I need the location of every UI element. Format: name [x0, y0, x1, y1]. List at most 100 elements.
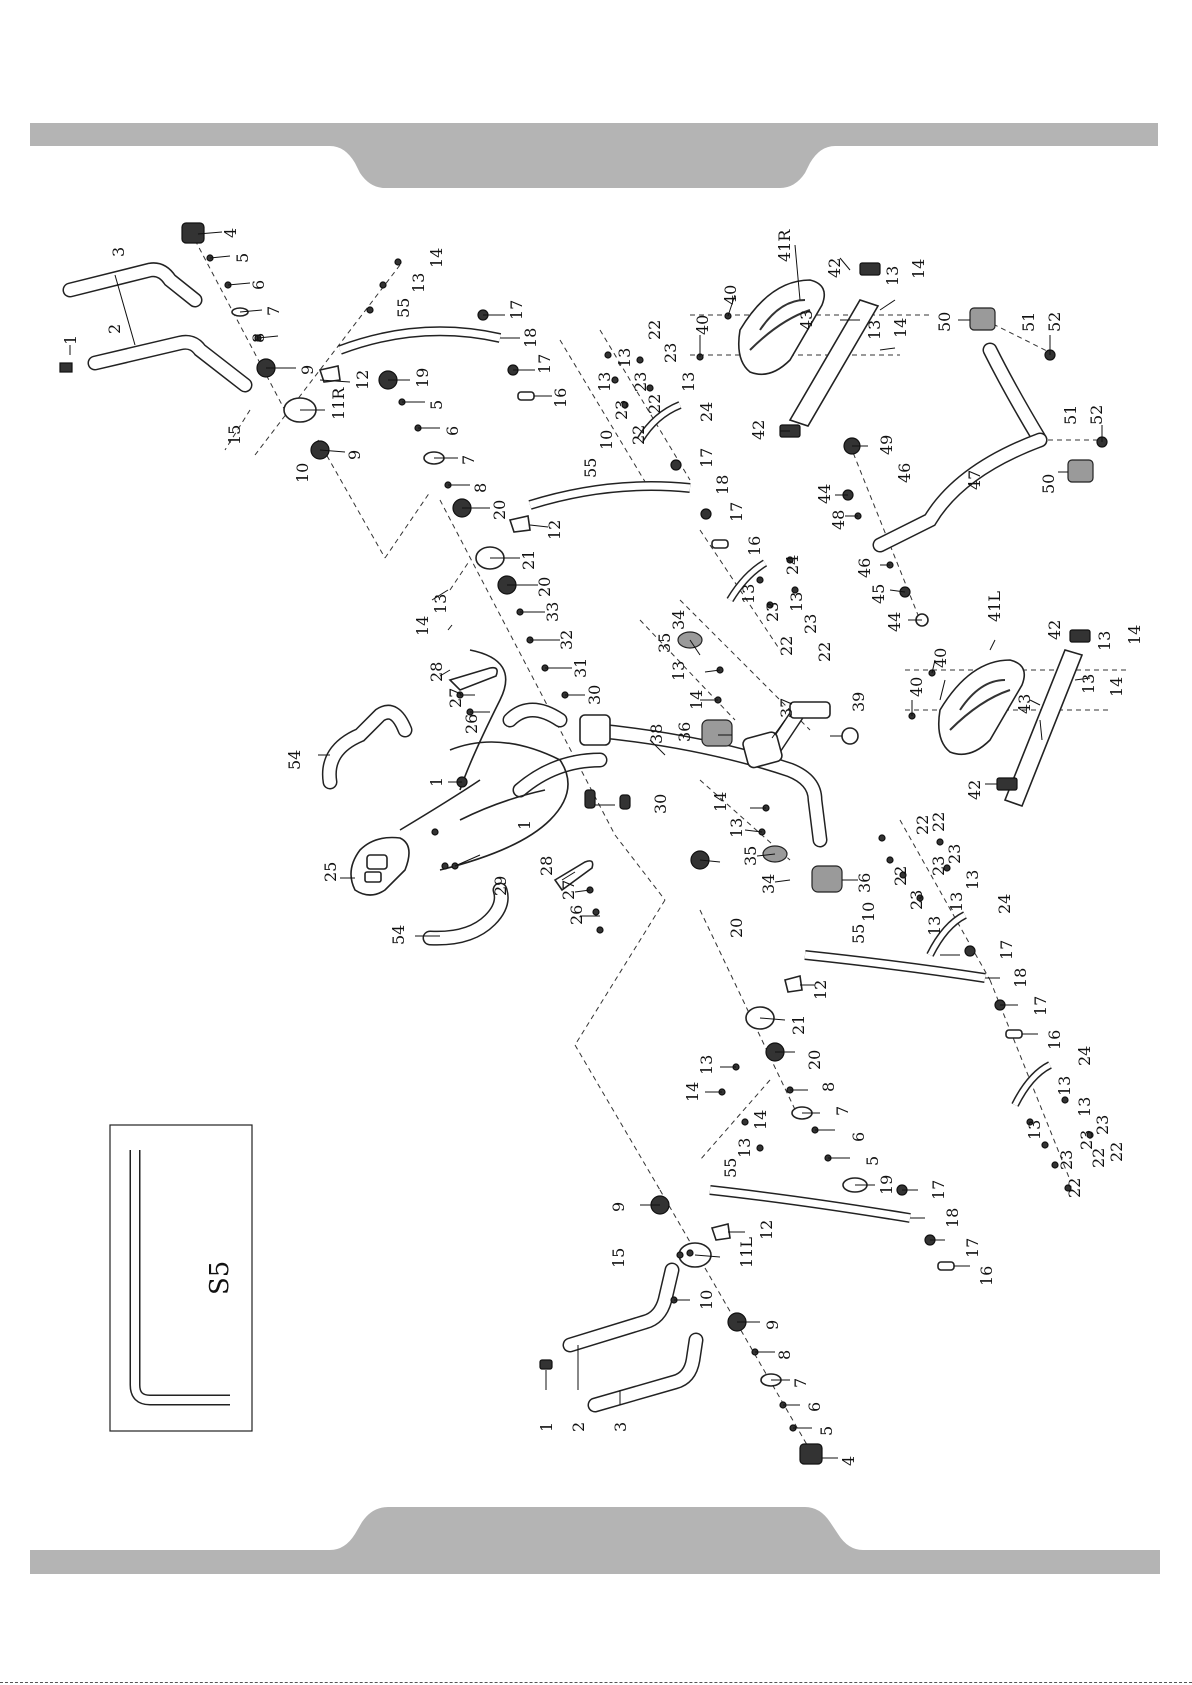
part-labels: 1 2 3 4 5 6 7 8 9 9 10 11R 12 13 14 15 5… [61, 228, 1144, 1466]
part-label: 9 [609, 1202, 628, 1212]
part-label: 24 [1075, 1046, 1094, 1066]
part-label: 14 [1125, 625, 1144, 645]
part-label: 43 [1015, 694, 1034, 714]
handlebar-console [321, 649, 604, 946]
part-label: 36 [675, 722, 694, 742]
part-label: 50 [935, 312, 954, 332]
part-label: 11L [737, 1237, 756, 1268]
part-label: 7 [459, 455, 478, 465]
part-label: 4 [839, 1456, 858, 1466]
part-label: 21 [519, 550, 538, 570]
part-label: 33 [543, 602, 562, 622]
part-label: 22 [815, 642, 834, 662]
part-label: 23 [631, 372, 650, 392]
part-label: 18 [1011, 968, 1030, 988]
part-label: 6 [443, 426, 462, 436]
part-label: 32 [557, 630, 576, 650]
part-label: 13 [1055, 1076, 1074, 1096]
part-label: 10 [859, 902, 878, 922]
part-label: 28 [537, 856, 556, 876]
part-label: 44 [885, 612, 904, 632]
part-label: 1 [427, 777, 446, 787]
part-label: 18 [943, 1208, 962, 1228]
tool-label: S5 [205, 1261, 235, 1295]
part-label: 22 [645, 394, 664, 414]
pedal-41l [937, 659, 1026, 756]
part-label: 18 [521, 328, 540, 348]
part-label: 52 [1087, 405, 1106, 425]
part-label: 13 [883, 266, 902, 286]
part-label: 47 [965, 470, 984, 490]
rear-stabilizer [842, 307, 1108, 627]
part-label: 36 [855, 873, 874, 893]
axle-knob [181, 222, 205, 244]
part-label: 13 [1095, 631, 1114, 651]
part-label: 7 [791, 1378, 810, 1388]
part-label: 27 [559, 880, 578, 900]
page-edge-rule [0, 1682, 1192, 1683]
part-label: 41L [985, 591, 1004, 622]
part-label: 13 [669, 661, 688, 681]
part-label: 28 [427, 662, 446, 682]
part-label: 35 [655, 633, 674, 653]
part-label: 19 [413, 368, 432, 388]
part-label: 34 [759, 874, 778, 894]
part-label: 22 [1107, 1142, 1126, 1162]
part-label: 40 [907, 677, 926, 697]
part-label: 23 [1093, 1115, 1112, 1135]
part-label: 6 [805, 1402, 824, 1412]
part-label: 55 [581, 458, 600, 478]
part-label: 54 [389, 925, 408, 945]
part-label: 13 [615, 348, 634, 368]
part-label: 19 [877, 1175, 896, 1195]
part-label: 48 [829, 510, 848, 530]
part-label: 23 [1057, 1150, 1076, 1170]
part-label: 12 [811, 980, 830, 1000]
part-label: 17 [727, 502, 746, 522]
part-label: 13 [735, 1138, 754, 1158]
part-label: 22 [913, 815, 932, 835]
part-label: 23 [907, 890, 926, 910]
part-label: 7 [833, 1106, 852, 1116]
part-label: 9 [763, 1320, 782, 1330]
part-label: 8 [471, 483, 490, 493]
part-label: 15 [225, 425, 244, 445]
pedal-bracket-43 [788, 299, 880, 427]
part-label: 14 [683, 1082, 702, 1102]
part-label: 23 [1077, 1130, 1096, 1150]
lower-link-arms [650, 850, 1052, 1271]
part-label: 10 [697, 1290, 716, 1310]
wheel-36b [811, 865, 843, 893]
part-label: 12 [757, 1220, 776, 1240]
part-label: 3 [109, 247, 128, 257]
part-label: 23 [661, 343, 680, 363]
part-label: 17 [697, 448, 716, 468]
part-label: 55 [849, 924, 868, 944]
part-label: 16 [551, 388, 570, 408]
part-label: 16 [745, 536, 764, 556]
part-label: 22 [929, 812, 948, 832]
wheel-36 [701, 719, 733, 747]
part-label: 14 [891, 318, 910, 338]
middle-link-arm [528, 401, 768, 603]
part-label: 13 [947, 892, 966, 912]
part-label: 2 [105, 324, 124, 334]
part-label: 45 [869, 584, 888, 604]
part-label: 22 [777, 636, 796, 656]
part-label: 23 [801, 614, 820, 634]
allen-key-tool [109, 1124, 253, 1432]
end-cap [59, 362, 73, 373]
part-label: 17 [507, 300, 526, 320]
part-label: 26 [567, 905, 586, 925]
part-label: 17 [535, 354, 554, 374]
part-label: 22 [629, 425, 648, 445]
part-label: 8 [249, 333, 268, 343]
part-label: 42 [1045, 620, 1064, 640]
part-label: 14 [427, 248, 446, 268]
part-label: 25 [321, 862, 340, 882]
part-label: 14 [909, 259, 928, 279]
part-label: 46 [855, 558, 874, 578]
part-label: 13 [431, 594, 450, 614]
upper-link-arm [338, 258, 569, 699]
